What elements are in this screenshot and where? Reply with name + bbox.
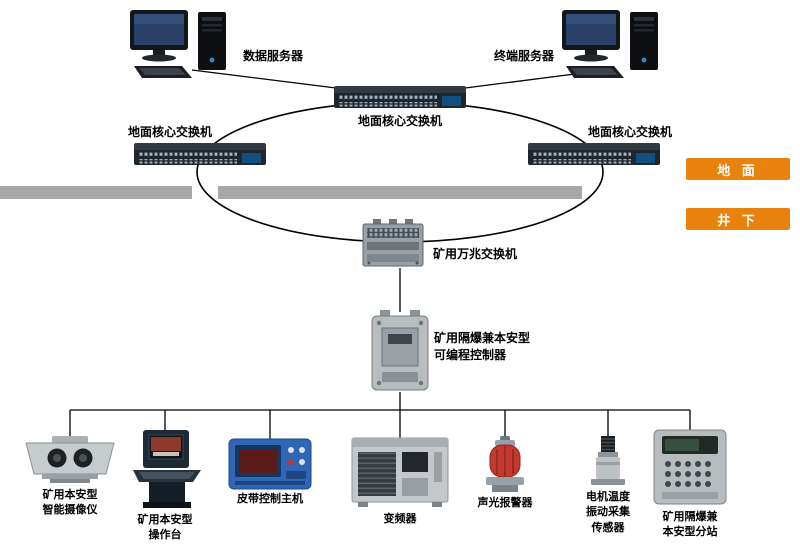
device-sensor bbox=[588, 436, 628, 488]
device-alarm-label: 声光报警器 bbox=[477, 497, 533, 509]
core-switch-right-label: 地面核心交换机 bbox=[588, 125, 673, 139]
belt-host-icon bbox=[228, 438, 312, 490]
core-switch-left bbox=[134, 143, 266, 167]
mine-switch-icon bbox=[362, 219, 424, 267]
plc-icon bbox=[371, 310, 429, 391]
sensor-icon bbox=[591, 436, 625, 485]
device-belt-host-label: 皮带控制主机 bbox=[237, 493, 303, 505]
device-substation-label: 矿用隔爆兼 本安型分站 bbox=[662, 511, 718, 539]
device-alarm bbox=[482, 436, 528, 494]
terminal-server-label: 终端服务器 bbox=[494, 49, 555, 63]
plc-label: 矿用隔爆兼本安型 可编程控制器 bbox=[434, 331, 531, 362]
mine-switch bbox=[359, 219, 427, 269]
device-inverter-label: 变频器 bbox=[383, 513, 417, 525]
core-switch-top bbox=[334, 86, 466, 110]
zone-tab-underground: 井 下 bbox=[686, 208, 790, 230]
device-console bbox=[125, 430, 205, 510]
divider-bar-left bbox=[0, 186, 192, 199]
terminal-server bbox=[560, 10, 665, 82]
core-switch-top-label: 地面核心交换机 bbox=[357, 114, 442, 128]
device-belt-host bbox=[228, 438, 312, 490]
alarm-icon bbox=[486, 436, 524, 492]
device-sensor-label: 电机温度 振动采集 传感器 bbox=[586, 491, 630, 534]
switch-icon bbox=[134, 143, 266, 165]
workstation-icon bbox=[130, 10, 226, 78]
mine-switch-label: 矿用万兆交换机 bbox=[433, 247, 518, 261]
device-console-label: 矿用本安型 操作台 bbox=[137, 514, 193, 542]
workstation-icon bbox=[562, 10, 658, 78]
inverter-icon bbox=[351, 437, 449, 507]
core-switch-left-label: 地面核心交换机 bbox=[128, 125, 213, 139]
data-server-label: 数据服务器 bbox=[243, 49, 304, 63]
core-switch-right bbox=[528, 143, 660, 167]
device-camera bbox=[24, 436, 116, 486]
camera-icon bbox=[25, 436, 115, 483]
console-icon bbox=[133, 430, 201, 508]
switch-icon bbox=[528, 143, 660, 165]
device-camera-label: 矿用本安型 智能摄像仪 bbox=[42, 489, 98, 517]
device-inverter bbox=[350, 436, 450, 508]
switch-icon bbox=[334, 86, 466, 108]
substation-icon bbox=[653, 429, 727, 505]
zone-tab-surface: 地 面 bbox=[686, 158, 790, 180]
plc bbox=[370, 310, 430, 394]
divider-bar-middle bbox=[218, 186, 582, 199]
device-substation bbox=[652, 428, 728, 506]
data-server bbox=[128, 10, 233, 82]
